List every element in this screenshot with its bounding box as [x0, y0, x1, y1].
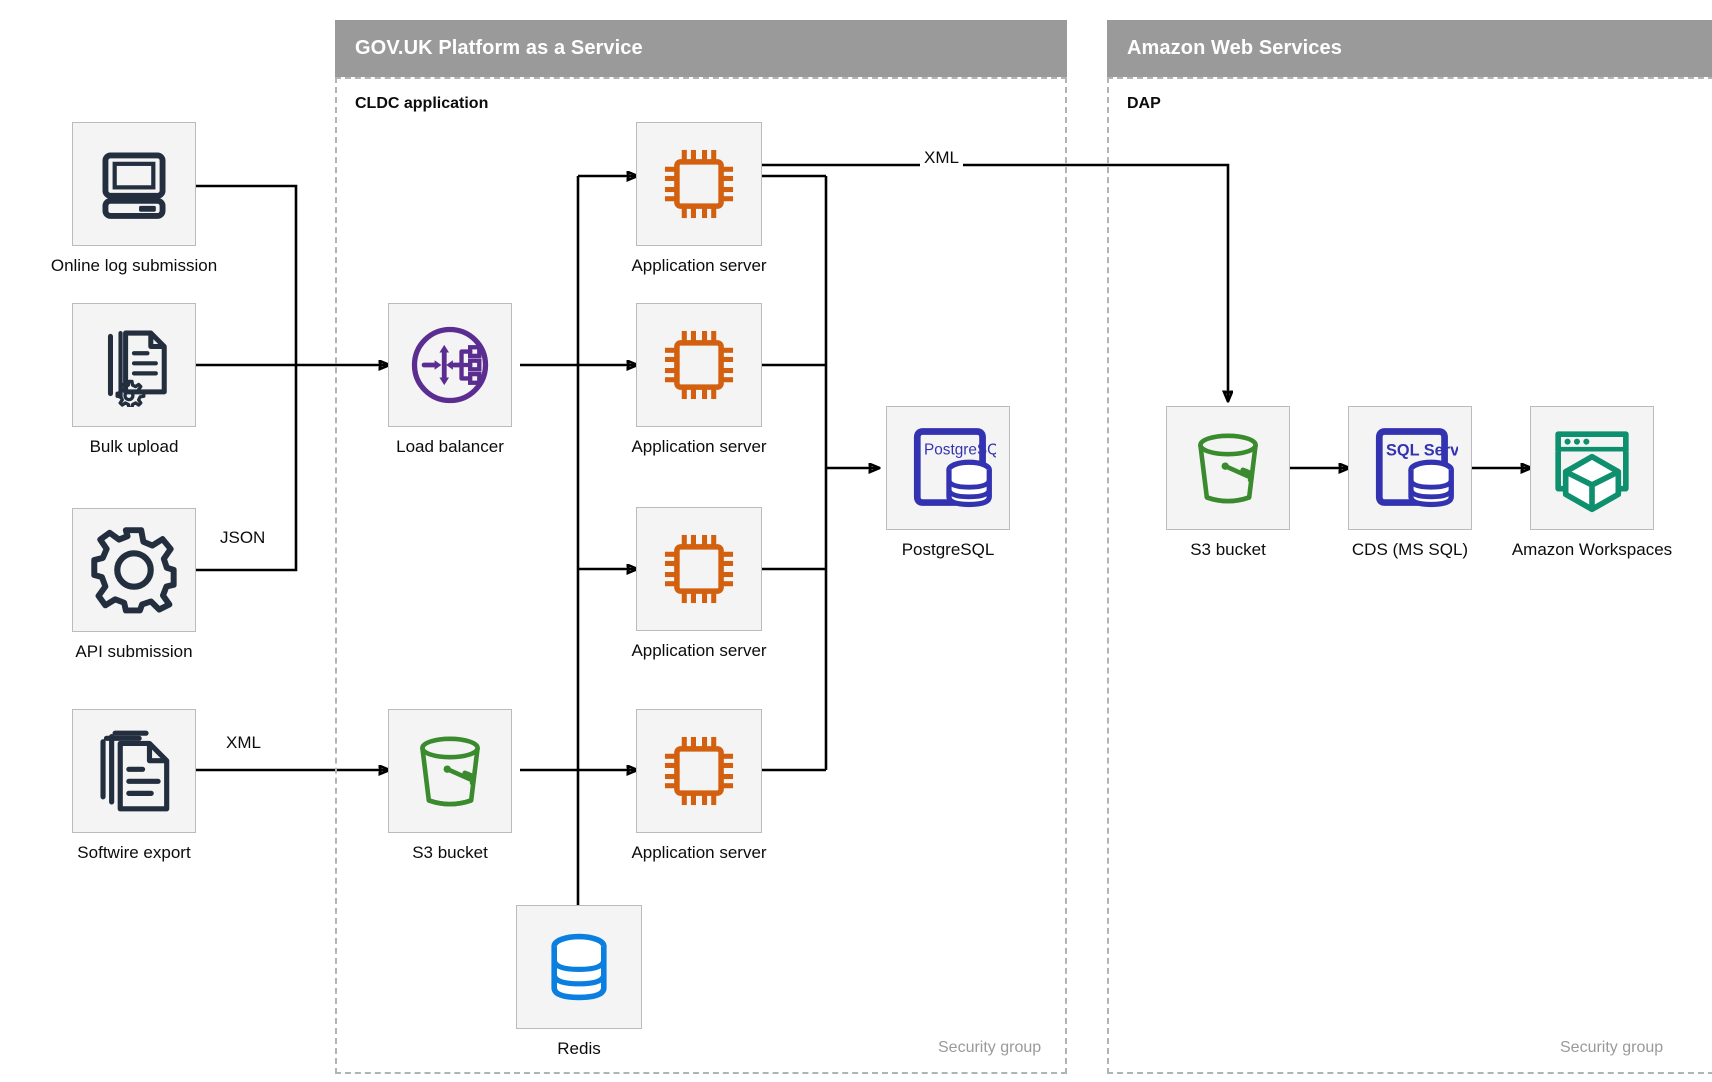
- node-app-server-3[interactable]: [636, 507, 762, 631]
- group-header-aws: Amazon Web Services: [1107, 20, 1712, 77]
- node-label-app-server-1: Application server: [631, 256, 767, 275]
- cpu-chip-icon: [664, 534, 734, 604]
- s3-bucket-icon: [1198, 433, 1258, 504]
- redis-database-icon: [551, 933, 607, 1001]
- edge-label-json: JSON: [216, 528, 270, 548]
- security-group-label-paas: Security group: [938, 1039, 1042, 1056]
- node-label-load-balancer: Load balancer: [396, 437, 504, 456]
- security-group-label-aws: Security group: [1560, 1039, 1664, 1056]
- node-postgresql[interactable]: PostgreSQL: [886, 406, 1010, 530]
- node-label-postgresql: PostgreSQL: [901, 540, 995, 559]
- group-header-paas-label: GOV.UK Platform as a Service: [355, 37, 643, 59]
- node-amazon-workspaces[interactable]: [1530, 406, 1654, 530]
- node-cds-ms-sql[interactable]: SQL Server: [1348, 406, 1472, 530]
- group-sublabel-dap: DAP: [1127, 95, 1161, 112]
- s3-bucket-icon: [420, 736, 480, 807]
- sql-server-icon: SQL Server: [1375, 428, 1458, 508]
- node-label-cds-ms-sql: CDS (MS SQL): [1351, 540, 1469, 559]
- document-gear-icon: [107, 330, 167, 407]
- security-group-box-aws: [1107, 77, 1712, 1074]
- group-sublabel-cldc: CLDC application: [355, 95, 489, 112]
- group-header-paas: GOV.UK Platform as a Service: [335, 20, 1067, 77]
- node-label-s3-bucket-aws: S3 bucket: [1190, 540, 1266, 559]
- node-label-online-log-submission: Online log submission: [50, 256, 218, 275]
- postgresql-icon-text: PostgreSQL: [924, 442, 996, 459]
- node-online-log-submission[interactable]: [72, 122, 196, 246]
- node-label-app-server-3: Application server: [631, 641, 767, 660]
- cpu-chip-icon: [664, 736, 734, 806]
- node-label-app-server-4: Application server: [631, 843, 767, 862]
- node-bulk-upload[interactable]: [72, 303, 196, 427]
- node-s3-bucket-aws[interactable]: [1166, 406, 1290, 530]
- node-label-amazon-workspaces: Amazon Workspaces: [1511, 540, 1673, 559]
- postgresql-icon: PostgreSQL: [913, 428, 996, 508]
- workspaces-icon: [1555, 431, 1629, 513]
- node-s3-bucket-paas[interactable]: [388, 709, 512, 833]
- gear-icon: [91, 527, 177, 614]
- desktop-computer-icon: [102, 152, 166, 219]
- document-stack-icon: [100, 730, 170, 812]
- node-label-api-submission: API submission: [75, 642, 193, 661]
- node-softwire-export[interactable]: [72, 709, 196, 833]
- sql-server-icon-text: SQL Server: [1386, 442, 1458, 460]
- node-label-s3-bucket-paas: S3 bucket: [412, 843, 488, 862]
- group-header-aws-label: Amazon Web Services: [1127, 37, 1342, 59]
- node-redis[interactable]: [516, 905, 642, 1029]
- node-app-server-2[interactable]: [636, 303, 762, 427]
- edge-label-xml-left: XML: [222, 733, 265, 753]
- node-load-balancer[interactable]: [388, 303, 512, 427]
- security-group-box-paas: [335, 77, 1067, 1074]
- node-app-server-4[interactable]: [636, 709, 762, 833]
- node-label-redis: Redis: [557, 1039, 601, 1058]
- cpu-chip-icon: [664, 149, 734, 219]
- node-app-server-1[interactable]: [636, 122, 762, 246]
- cpu-chip-icon: [664, 330, 734, 400]
- edge-label-xml-top: XML: [920, 148, 963, 168]
- node-label-softwire-export: Softwire export: [77, 843, 191, 862]
- node-label-bulk-upload: Bulk upload: [89, 437, 179, 456]
- node-label-app-server-2: Application server: [631, 437, 767, 456]
- load-balancer-icon: [411, 326, 489, 404]
- node-api-submission[interactable]: [72, 508, 196, 632]
